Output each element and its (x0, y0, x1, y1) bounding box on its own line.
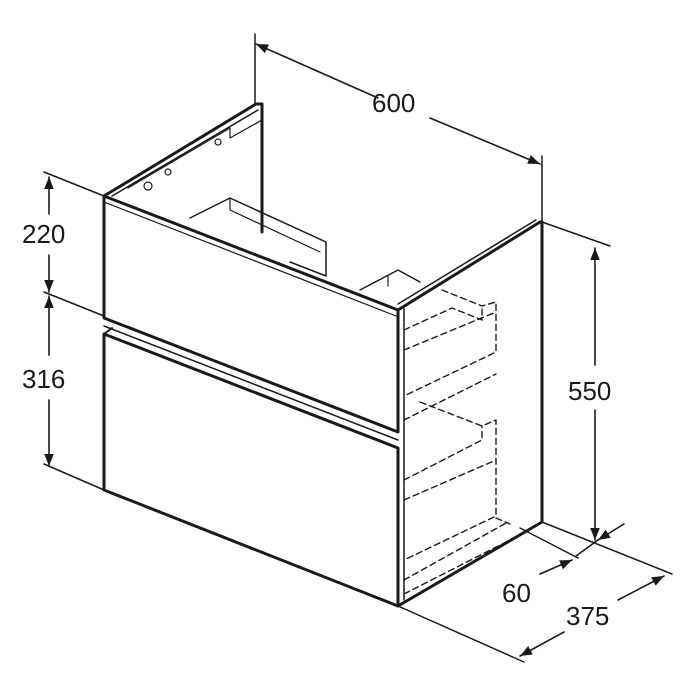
bottom-drawer-front (102, 327, 400, 608)
dimension-height-label: 550 (568, 376, 611, 406)
cabinet-back-panel (102, 102, 264, 234)
top-drawer-front (102, 194, 400, 441)
dimension-lines (44, 43, 665, 657)
dimension-depth-label: 375 (566, 601, 609, 631)
extension-lines (43, 33, 673, 663)
cabinet-side-panel (396, 219, 544, 608)
dimension-bottom-drawer-label: 316 (22, 364, 65, 394)
siphon-cutout (189, 197, 421, 291)
dimension-depth-offset-label: 60 (502, 578, 531, 608)
dimension-width-label: 600 (372, 88, 415, 118)
hidden-drawer-boxes (403, 289, 511, 595)
dimension-top-drawer-label: 220 (22, 219, 65, 249)
